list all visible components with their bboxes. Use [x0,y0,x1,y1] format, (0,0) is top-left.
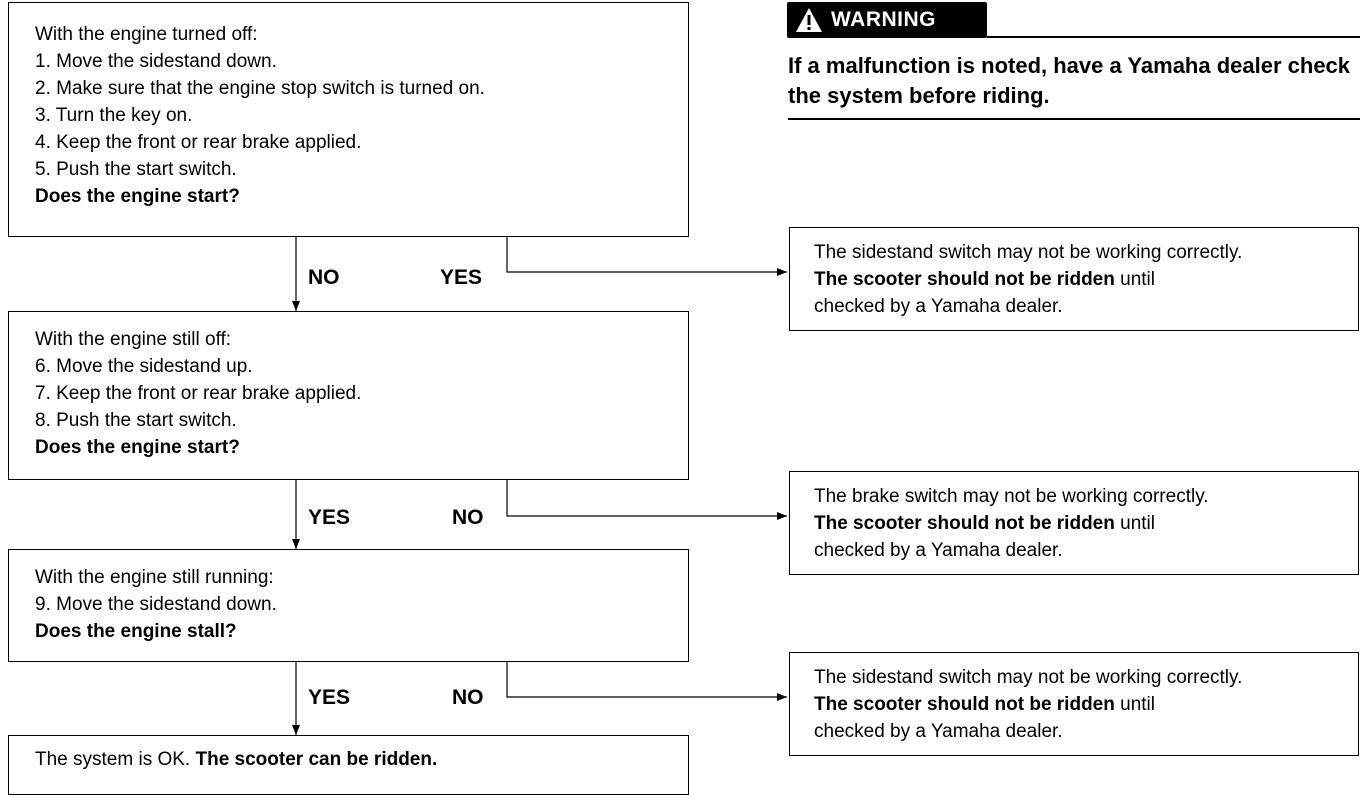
step-1-line: With the engine turned off: [35,24,258,45]
final-bold: The scooter can be ridden. [195,749,438,770]
final-box: The system is OK. The scooter can be rid… [8,735,689,795]
warning-triangle-icon [796,8,822,32]
warning-label: WARNING [831,8,936,31]
step-2-line: 7. Keep the front or rear brake applied. [35,383,362,404]
result-3-warning-line: The scooter should not be ridden until [814,691,1358,718]
side-connector-1 [506,237,787,276]
step-2-line: With the engine still off: [35,329,232,350]
step-1-question: Does the engine start? [35,186,240,207]
branch-2-side-label: NO [452,506,484,529]
side-connector-2 [506,480,787,520]
warning-badge: WARNING [787,2,987,38]
step-1-line: 5. Push the start switch. [35,159,237,180]
final-prefix: The system is OK. [35,749,196,770]
side-connector-3 [506,662,787,701]
step-2-line: 6. Move the sidestand up. [35,356,253,377]
step-2-line: 8. Push the start switch. [35,410,237,431]
result-box-1: The sidestand switch may not be working … [789,227,1359,331]
result-box-2: The brake switch may not be working corr… [789,471,1359,575]
result-box-3: The sidestand switch may not be working … [789,652,1359,756]
result-2-line: The brake switch may not be working corr… [814,486,1209,507]
step-1-line: 1. Move the sidestand down. [35,51,277,72]
result-1-line: The sidestand switch may not be working … [814,242,1243,263]
result-3-line: The sidestand switch may not be working … [814,667,1243,688]
step-box-1: With the engine turned off: 1. Move the … [8,2,689,237]
result-3-after: until [1114,694,1155,715]
step-2-question: Does the engine start? [35,437,240,458]
step-1-line: 3. Turn the key on. [35,105,193,126]
warning-text: If a malfunction is noted, have a Yamaha… [788,53,1351,108]
result-3-line: checked by a Yamaha dealer. [814,721,1063,742]
result-1-warning-line: The scooter should not be ridden until [814,266,1358,293]
result-2-line: checked by a Yamaha dealer. [814,540,1063,561]
branch-1-down-label: NO [308,266,340,289]
result-3-bold: The scooter should not be ridden [814,694,1115,715]
final-line: The system is OK. The scooter can be rid… [35,746,688,773]
step-3-line: With the engine still running: [35,567,274,588]
result-1-after: until [1114,269,1155,290]
warning-top-rule [987,36,1360,38]
step-3-question: Does the engine stall? [35,621,237,642]
branch-3-side-label: NO [452,686,484,709]
branch-3-down-label: YES [308,686,351,709]
branch-2-down-label: YES [308,506,351,529]
result-2-after: until [1114,513,1155,534]
warning-bottom-rule [788,118,1360,120]
branch-1-side-label: YES [440,266,483,289]
result-2-bold: The scooter should not be ridden [814,513,1115,534]
result-2-warning-line: The scooter should not be ridden until [814,510,1358,537]
result-1-bold: The scooter should not be ridden [814,269,1115,290]
step-1-line: 2. Make sure that the engine stop switch… [35,78,485,99]
result-1-line: checked by a Yamaha dealer. [814,296,1063,317]
step-box-3: With the engine still running: 9. Move t… [8,549,689,662]
step-box-2: With the engine still off: 6. Move the s… [8,311,689,480]
step-1-line: 4. Keep the front or rear brake applied. [35,132,362,153]
step-3-line: 9. Move the sidestand down. [35,594,277,615]
